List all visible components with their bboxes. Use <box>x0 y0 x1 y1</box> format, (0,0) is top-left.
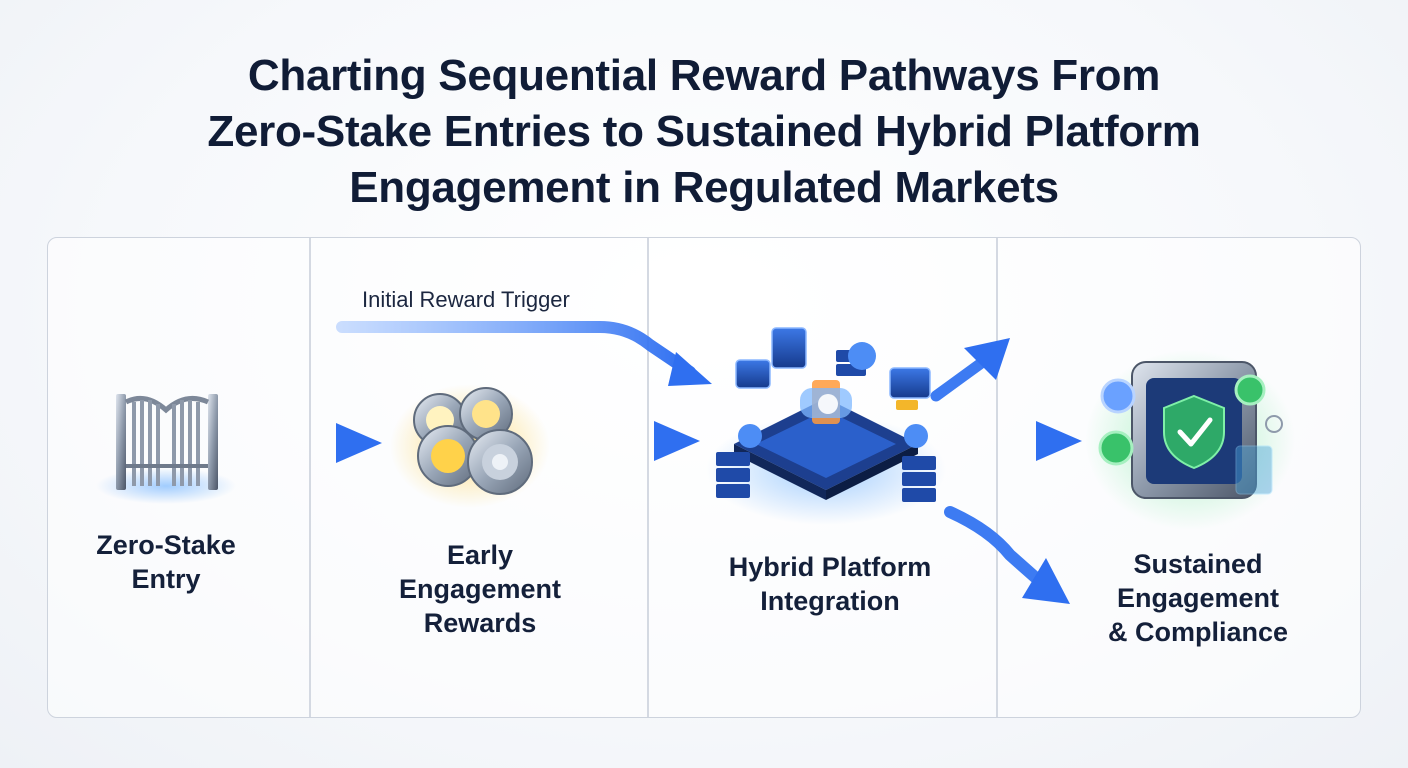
stage-divider <box>996 238 998 717</box>
title-line-1: Charting Sequential Reward Pathways From <box>247 51 1161 100</box>
gate-icon <box>96 394 236 504</box>
stage-label-sustained-engagement-compliance: Sustained Engagement & Compliance <box>1107 549 1289 647</box>
trigger-arrow <box>336 321 712 386</box>
stage-label-zero-stake-entry: Zero-Stake Entry <box>96 530 236 594</box>
flow-arrow <box>566 421 700 461</box>
flow-arrow <box>246 423 382 463</box>
initial-reward-trigger-label: Initial Reward Trigger <box>362 287 570 312</box>
coins-icon <box>390 384 550 508</box>
title-line-3: Engagement in Regulated Markets <box>349 163 1059 212</box>
shield-vault-icon <box>1085 350 1295 530</box>
stage-divider <box>647 238 649 717</box>
stage-label-hybrid-platform-integration: Hybrid Platform Integration <box>728 552 932 616</box>
flow-arrow <box>930 338 1010 402</box>
page-title: Charting Sequential Reward Pathways From… <box>0 48 1408 216</box>
title-line-2: Zero-Stake Entries to Sustained Hybrid P… <box>207 107 1201 156</box>
stage-divider <box>309 238 311 717</box>
stage-label-early-engagement-rewards: Early Engagement Rewards <box>398 540 562 638</box>
flow-arrow <box>950 421 1082 461</box>
platform-icon <box>706 327 946 525</box>
flow-arrow <box>944 506 1070 604</box>
